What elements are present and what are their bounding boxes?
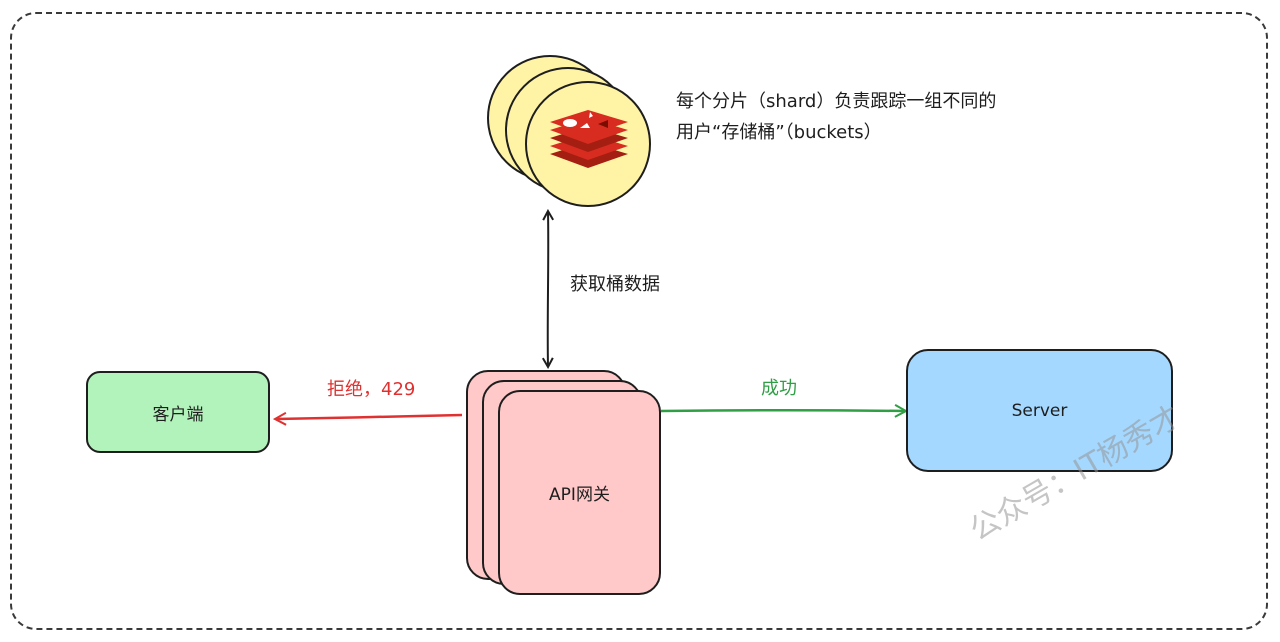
shard-note-line: 每个分片（shard）负责跟踪一组不同的 (676, 91, 997, 112)
client-node: 客户端 (86, 371, 270, 453)
reject-arrow (276, 415, 463, 419)
server-label: Server (1011, 400, 1068, 421)
gateway-node: API网关 (498, 390, 661, 595)
reject-label: 拒绝，429 (327, 379, 416, 400)
success-label: 成功 (761, 378, 797, 399)
success-arrow (660, 410, 905, 411)
diagram-frame (10, 12, 1268, 630)
shard-note: 每个分片（shard）负责跟踪一组不同的 用户“存储桶”（buckets） (676, 86, 996, 148)
fetch-label: 获取桶数据 (570, 274, 660, 295)
redis-logo-icon (550, 110, 628, 168)
server-node: Server (906, 349, 1173, 472)
client-label: 客户端 (152, 404, 204, 425)
shard-stack (487, 55, 651, 207)
fetch-arrow (548, 212, 549, 366)
gateway-label: API网关 (549, 485, 610, 505)
shard-note-line: 用户“存储桶”（buckets） (676, 122, 882, 143)
